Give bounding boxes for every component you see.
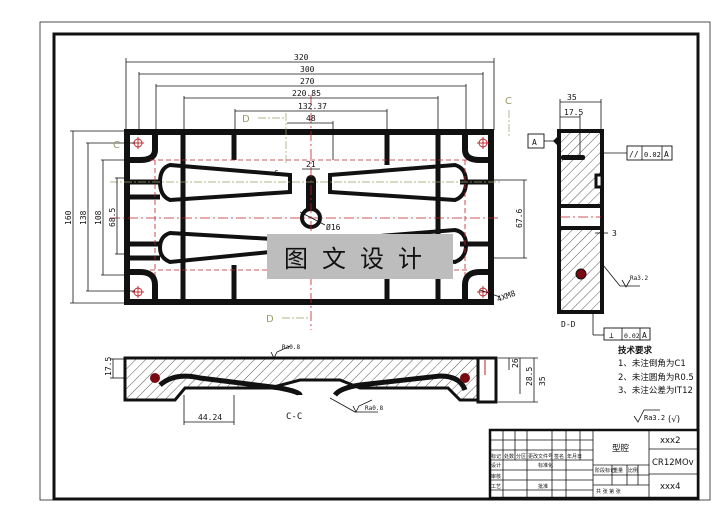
dim-220-85: 220.85 xyxy=(292,89,321,98)
section-d-label-bottom: D xyxy=(266,314,274,325)
dim-cc-35: 35 xyxy=(538,376,547,386)
svg-text:更改文件号: 更改文件号 xyxy=(528,453,553,460)
title-block: 标记 处数 分区 更改文件号 签名 年月日 设计 标准化 审核 工艺 批准 阶段… xyxy=(488,428,700,500)
dim-132-37: 132.37 xyxy=(298,102,327,111)
dim-cc-17-5: 17.5 xyxy=(104,357,113,376)
svg-text:0.02: 0.02 xyxy=(644,151,661,159)
tech-item: 1、未注倒角为C1 xyxy=(618,358,686,369)
roughness-symbol-icon xyxy=(621,279,631,288)
svg-text://: // xyxy=(629,150,639,159)
dim-48: 48 xyxy=(306,114,316,123)
svg-text:签名: 签名 xyxy=(554,453,564,460)
plan-view xyxy=(110,95,500,330)
drawing-frame xyxy=(52,32,700,501)
section-dd-title: D-D xyxy=(561,320,576,329)
dim-3: 3 xyxy=(612,229,617,238)
svg-text:工艺: 工艺 xyxy=(491,484,501,490)
dim-68-5: 68.5 xyxy=(108,208,117,227)
datum-a: A xyxy=(532,138,537,147)
svg-text:处数: 处数 xyxy=(504,453,514,460)
svg-text:标准化: 标准化 xyxy=(538,462,553,469)
perpendicularity-frame: ⊥ 0.02 A xyxy=(603,327,651,341)
side-roughness: Ra3.2 xyxy=(630,275,648,282)
dim-35: 35 xyxy=(567,93,577,102)
part-name: 型腔 xyxy=(612,443,630,454)
svg-text:设计: 设计 xyxy=(491,462,501,469)
dim-44-24: 44.24 xyxy=(198,413,222,422)
svg-text:标记: 标记 xyxy=(491,453,501,460)
side-view: 35 17.5 3 A // 0.02 A Ra3.2 D-D ⊥ 0.02 A xyxy=(527,93,673,341)
dim-300: 300 xyxy=(300,65,315,74)
section-d-label-top: D xyxy=(242,114,250,125)
svg-text:分区: 分区 xyxy=(516,453,526,460)
svg-text:共 张 第 张: 共 张 第 张 xyxy=(596,488,621,495)
svg-text:阶段标记: 阶段标记 xyxy=(595,467,615,474)
section-cc: 17.5 44.24 26 28.5 35 Ra0.8 Ra0.8 C-C xyxy=(104,344,547,425)
flatness-tolerance-frame: // 0.02 A xyxy=(626,145,673,161)
roughness-top: Ra0.8 xyxy=(282,344,300,351)
roughness-bottom: Ra0.8 xyxy=(365,405,383,412)
section-c-label: C xyxy=(505,96,512,107)
drawing-number: xxx2 xyxy=(660,436,681,446)
dim-270: 270 xyxy=(300,77,315,86)
dim-138: 138 xyxy=(79,210,88,225)
svg-text:⊥: ⊥ xyxy=(609,331,614,340)
svg-text:批准: 批准 xyxy=(538,483,548,490)
tech-item: 3、未注公差为IT12 xyxy=(618,385,693,396)
svg-text:年月日: 年月日 xyxy=(567,453,582,460)
dim-6: 6 xyxy=(274,169,279,178)
section-c-label-left: C xyxy=(113,140,120,151)
watermark: 图文设计 xyxy=(267,234,453,279)
general-roughness: Ra3.2 xyxy=(644,414,665,422)
dim-108: 108 xyxy=(94,210,103,225)
dim-160: 160 xyxy=(64,210,73,225)
dim-26: 26 xyxy=(511,358,520,368)
section-cc-title: C-C xyxy=(286,412,302,422)
dim-67-6: 67.6 xyxy=(515,209,524,228)
svg-text:0.02: 0.02 xyxy=(624,332,640,340)
svg-text:比例: 比例 xyxy=(628,467,638,474)
material: CR12MOv xyxy=(652,458,694,468)
general-roughness-suffix: (√) xyxy=(668,415,680,425)
datum-box xyxy=(527,133,545,149)
hole-note: Ø16 xyxy=(326,222,341,232)
dim-320: 320 xyxy=(294,53,309,62)
plan-dimensions: 320 300 270 220.85 132.37 48 21 6 Ø16 4X… xyxy=(64,53,527,325)
dim-28-5: 28.5 xyxy=(525,367,534,386)
tech-requirements: 技术要求 1、未注倒角为C1 2、未注圆角为R0.5 3、未注公差为IT12 R… xyxy=(618,345,694,425)
svg-text:A: A xyxy=(642,331,647,340)
company: xxx4 xyxy=(660,482,681,492)
tech-title: 技术要求 xyxy=(618,345,653,356)
dim-17-5: 17.5 xyxy=(564,108,583,117)
svg-text:重量: 重量 xyxy=(613,467,623,474)
svg-text:A: A xyxy=(664,150,669,159)
dim-21: 21 xyxy=(306,160,316,169)
bolt-note: 4XM8 xyxy=(496,289,517,304)
roughness-symbol-icon xyxy=(633,409,660,423)
tech-item: 2、未注圆角为R0.5 xyxy=(618,372,694,383)
svg-text:审核: 审核 xyxy=(491,473,501,480)
